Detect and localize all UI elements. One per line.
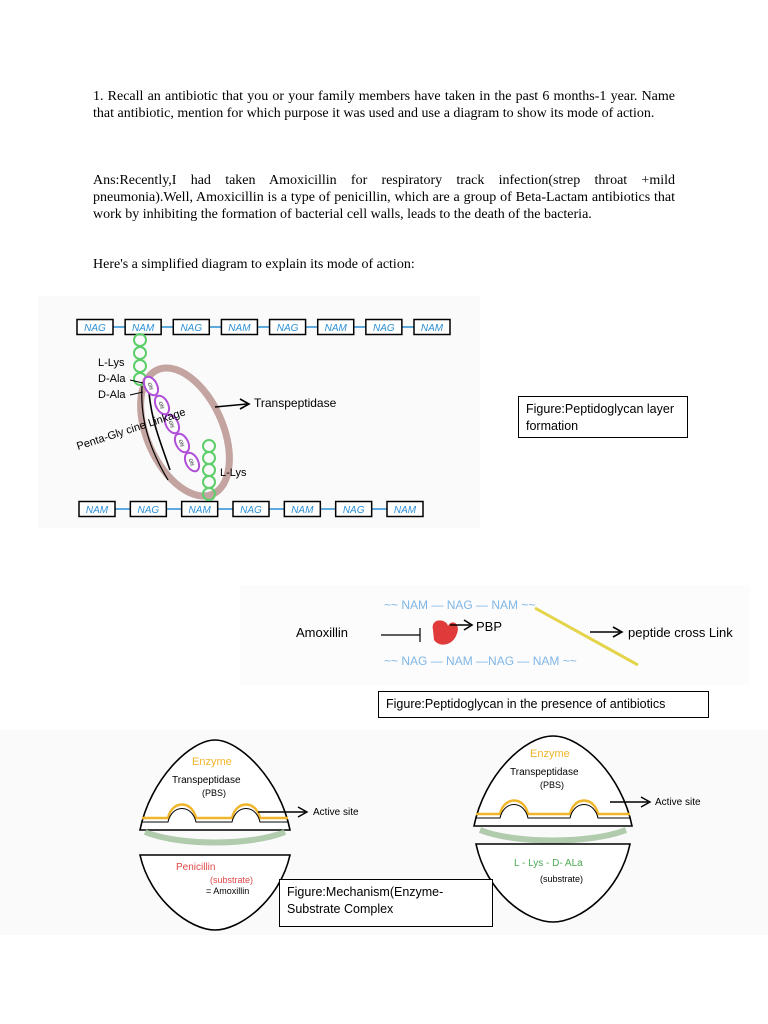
gly-unit-4: Gly	[173, 432, 191, 454]
gly-unit-1: Gly	[142, 375, 160, 397]
top-chain-box-label-5: NAG	[277, 323, 299, 334]
top-chain-box-label-7: NAG	[373, 323, 395, 334]
pbp-blob	[432, 620, 458, 645]
amino-bead-bottom-5	[202, 487, 216, 501]
diagram-intro-text: Here's a simplified diagram to explain i…	[93, 257, 415, 272]
bottom-chain-box-label-3: NAM	[189, 505, 212, 516]
svg-text:Gly: Gly	[157, 401, 166, 411]
bottom-chain-box-1: NAM	[78, 500, 116, 518]
top-chain-box-label-3: NAG	[180, 323, 202, 334]
svg-text:Gly: Gly	[187, 458, 196, 468]
gly-unit-5: Gly	[183, 451, 201, 473]
svg-text:Gly: Gly	[167, 420, 176, 430]
bottom-chain-box-5: NAM	[283, 500, 322, 518]
left-active-site-label: Active site	[313, 807, 359, 818]
left-pbs-label: (PBS)	[202, 788, 226, 798]
top-chain-box-7: NAG	[365, 318, 403, 336]
label-llys-top: L-Lys	[98, 357, 125, 369]
right-transpeptidase-label: Transpeptidase	[510, 767, 579, 778]
top-strand: ~~ NAM — NAG — NAM ~~	[384, 598, 535, 612]
top-chain-box-1: NAG	[76, 318, 114, 336]
figure2-caption: Figure:Peptidoglycan in the presence of …	[378, 691, 709, 718]
bottom-chain-box-2: NAG	[129, 500, 168, 518]
top-chain-box-5: NAG	[268, 318, 307, 336]
figure1-caption: Figure:Peptidoglycan layer formation	[518, 396, 688, 438]
left-enzyme-label: Enzyme	[192, 756, 232, 768]
question-text: 1. Recall an antibiotic that you or your…	[93, 89, 675, 121]
top-chain-box-label-1: NAG	[84, 323, 106, 334]
left-equals-label: = Amoxillin	[206, 886, 249, 896]
right-substrate-name: L - Lys - D- ALa	[514, 858, 583, 869]
left-substrate-tag: (substrate)	[210, 875, 253, 885]
top-chain-box-label-4: NAM	[228, 323, 251, 334]
left-substrate-name: Penicillin	[176, 862, 215, 873]
bottom-chain-box-label-5: NAM	[291, 505, 314, 516]
bottom-chain-box-6: NAG	[334, 500, 373, 518]
label-cross-link: peptide cross Link	[628, 625, 733, 640]
svg-text:Gly: Gly	[177, 439, 186, 449]
gly-unit-3: Gly	[163, 413, 181, 435]
bottom-chain-box-label-4: NAG	[240, 505, 262, 516]
top-chain-box-4: NAM	[220, 318, 259, 336]
top-chain-box-label-8: NAM	[421, 323, 444, 334]
label-pbp: PBP	[476, 619, 502, 634]
top-chain-box-6: NAM	[316, 318, 355, 336]
left-transpeptidase-label: Transpeptidase	[172, 775, 241, 786]
top-chain-box-8: NAM	[413, 318, 451, 336]
label-dala-2: D-Ala	[98, 389, 126, 401]
bottom-strand: ~~ NAG — NAM —NAG — NAM ~~	[384, 654, 577, 668]
top-chain-box-label-6: NAM	[325, 323, 348, 334]
bottom-chain-box-label-7: NAM	[394, 505, 417, 516]
bottom-chain-box-7: NAM	[386, 500, 424, 518]
figure3-caption: Figure:Mechanism(Enzyme-Substrate Comple…	[279, 879, 493, 927]
bottom-chain-box-label-2: NAG	[137, 505, 159, 516]
bottom-chain-box-label-1: NAM	[86, 505, 109, 516]
label-dala-1: D-Ala	[98, 373, 126, 385]
label-llys-bottom: L-Lys	[220, 467, 247, 479]
answer-text: Ans:Recently,I had taken Amoxicillin for…	[93, 173, 675, 222]
top-chain-box-label-2: NAM	[132, 323, 155, 334]
svg-text:Gly: Gly	[146, 382, 155, 392]
right-pbs-label: (PBS)	[540, 780, 564, 790]
label-transpeptidase: Transpeptidase	[254, 396, 337, 410]
right-active-site-label: Active site	[655, 797, 701, 808]
right-substrate-tag: (substrate)	[540, 874, 583, 884]
top-chain-box-3: NAG	[172, 318, 211, 336]
bottom-chain-box-3: NAM	[180, 500, 219, 518]
gly-unit-2: Gly	[153, 394, 171, 416]
right-enzyme-label: Enzyme	[530, 748, 570, 760]
bottom-chain-box-label-6: NAG	[343, 505, 365, 516]
label-amoxillin: Amoxillin	[296, 625, 348, 640]
bottom-chain-box-4: NAG	[232, 500, 270, 518]
